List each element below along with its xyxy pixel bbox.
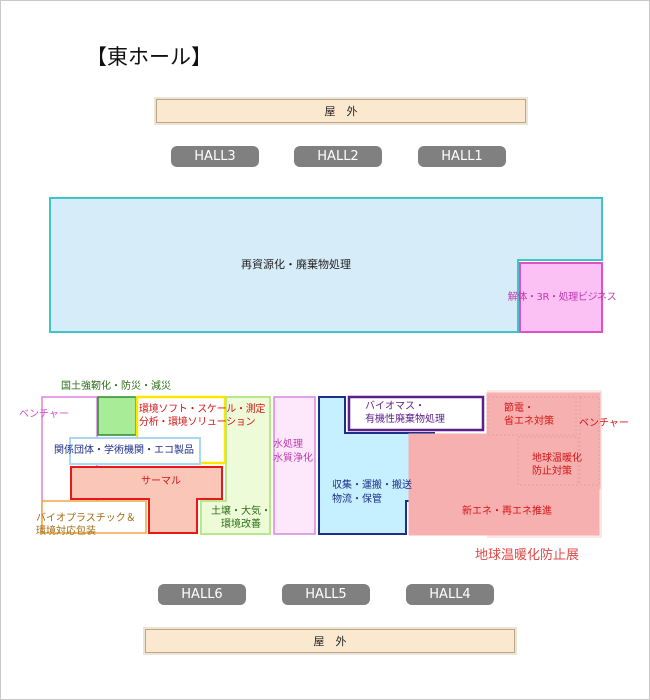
zone-thermal-label: サーマル (141, 476, 181, 487)
zone-soil-air-shape[interactable] (200, 396, 271, 535)
page-title: 【東ホール】 (86, 45, 212, 69)
zone-power-saving-shape[interactable] (487, 396, 577, 436)
zone-venture-left-label: ベンチャー (19, 409, 69, 420)
hall-6-label: HALL6 (181, 587, 223, 602)
hall-3-button[interactable]: HALL3 (171, 146, 259, 167)
hall-2-label: HALL2 (317, 149, 359, 164)
zone-global-warming-shape[interactable] (517, 436, 579, 486)
zone-venture-right-shape[interactable] (579, 396, 600, 486)
hall-5-button[interactable]: HALL5 (282, 584, 370, 605)
zone-dismantling-shape[interactable] (519, 262, 603, 333)
zone-water-label: 水処理 水質浄化 (273, 439, 313, 464)
zone-dismantling-label: 解体・3R・処理ビジネス (507, 292, 617, 303)
zone-recycling-shape[interactable] (49, 197, 603, 333)
zone-new-energy-label: 新エネ・再エネ推進 (462, 506, 552, 517)
zone-national-resilience-shape[interactable] (97, 396, 137, 436)
zone-global-warming-label: 地球温暖化 防止対策 (532, 453, 582, 477)
zone-thermal-shape[interactable] (70, 466, 223, 534)
zone-associations-shape[interactable] (69, 437, 201, 465)
hall-3-label: HALL3 (194, 149, 236, 164)
zone-national-resilience-label: 国土強靭化・防災・減災 (61, 381, 171, 392)
zone-soil-air-label: 土壌・大気・ 環境改善 (211, 506, 271, 530)
zone-associations-label: 関係団体・学術機関・エコ製品 (54, 445, 194, 456)
hall-4-label: HALL4 (429, 587, 471, 602)
hall-4-button[interactable]: HALL4 (406, 584, 494, 605)
zone-bioplastic-shape[interactable] (41, 500, 147, 534)
hall-6-button[interactable]: HALL6 (158, 584, 246, 605)
zone-env-software-label: 環境ソフト・スケール・測定 分析・環境ソリューション (139, 404, 266, 428)
outdoor-label-bottom: 屋 外 (313, 635, 347, 648)
hall-1-label: HALL1 (441, 149, 483, 164)
zone-power-saving-label: 節電・ 省エネ対策 (504, 403, 554, 427)
hall-5-label: HALL5 (305, 587, 347, 602)
outdoor-label-top: 屋 外 (324, 105, 358, 118)
zone-collection-label: 収集・運搬・搬送 物流・保管 (332, 480, 412, 505)
zone-bioplastic-label: バイオプラスチック＆ 環境対応包装 (36, 513, 136, 537)
outdoor-area-bottom: 屋 外 (145, 629, 515, 653)
zone-recycling-label: 再資源化・廃棄物処理 (241, 258, 351, 271)
hall-2-button[interactable]: HALL2 (294, 146, 382, 167)
zone-biomass-label: バイオマス・ 有機性廃棄物処理 (365, 401, 445, 425)
outdoor-area-top: 屋 外 (156, 99, 526, 123)
zone-water-shape[interactable] (273, 396, 316, 535)
zone-biomass-shape[interactable] (347, 395, 485, 432)
zone-venture-right-label: ベンチャー (579, 418, 629, 429)
hall-1-button[interactable]: HALL1 (418, 146, 506, 167)
zone-warming-expo-label: 地球温暖化防止展 (475, 548, 580, 563)
